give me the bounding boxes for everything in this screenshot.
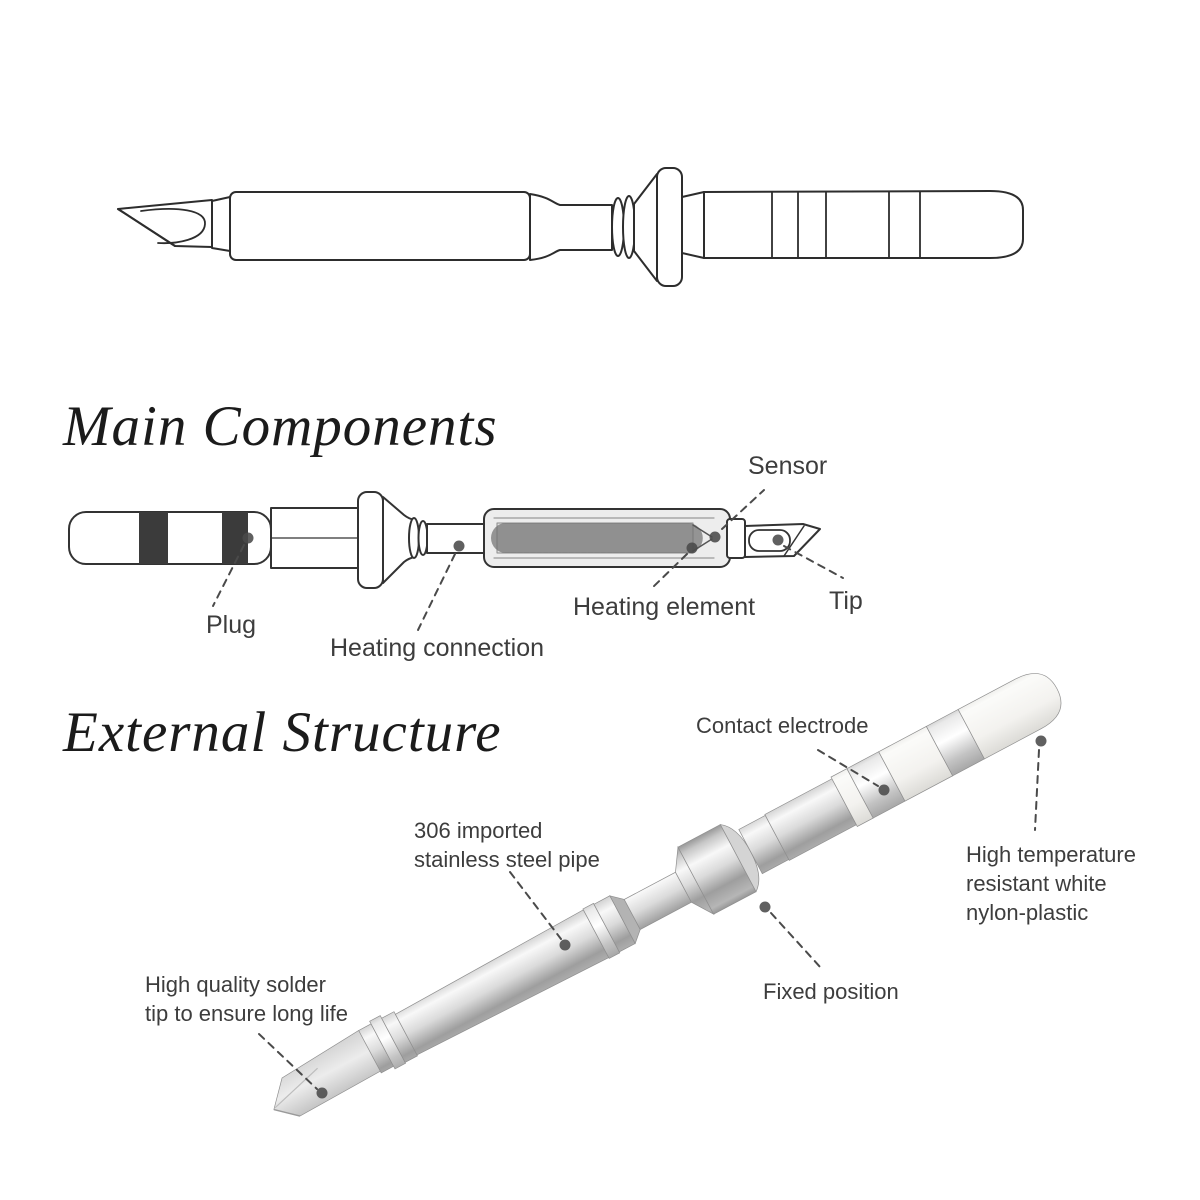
external-structure-heading: External Structure: [63, 701, 502, 764]
label-contact-electrode: Contact electrode: [696, 713, 869, 738]
leader-nylon: [1034, 749, 1040, 831]
leader-sensor: [721, 489, 765, 530]
leader-solder-tip: [258, 1033, 318, 1090]
label-nylon-plastic: High temperature resistant white nylon-p…: [966, 842, 1136, 925]
label-sensor: Sensor: [748, 452, 828, 480]
white-plastic-cap: [957, 673, 1062, 760]
side-view-drawing: [117, 167, 1024, 287]
dot-contact-electrode: [878, 784, 890, 796]
dot-stainless-pipe: [559, 939, 571, 951]
plug-band: [139, 512, 168, 564]
dot-tip: [772, 534, 784, 546]
external-structure-render: [273, 673, 1062, 1117]
tip-hollow: [748, 529, 791, 552]
blade-hollow: [140, 208, 206, 245]
leader-dots: [242, 531, 1047, 1099]
dot-fixed-position: [759, 901, 771, 913]
leader-contact-electrode: [817, 749, 879, 787]
label-solder-tip: High quality solder tip to ensure long l…: [145, 972, 349, 1026]
label-fixed-position: Fixed position: [763, 979, 899, 1004]
blade-edge: [273, 1108, 301, 1117]
label-heating-connection: Heating connection: [330, 634, 545, 662]
tip-bevel-line: [783, 525, 805, 557]
leader-heating-element: [650, 553, 688, 590]
handle-seams: [771, 191, 921, 259]
leader-heating-connection: [417, 553, 456, 631]
label-stainless-pipe: 306 imported stainless steel pipe: [414, 818, 600, 872]
dot-solder-tip: [316, 1087, 328, 1099]
tip-collar: [211, 196, 231, 252]
leader-fixed-position: [770, 912, 822, 969]
stainless-pipe: [394, 909, 610, 1056]
flange-cone: [633, 173, 658, 282]
label-tip: Tip: [829, 587, 863, 615]
label-plug: Plug: [206, 611, 257, 639]
flange-band: [357, 491, 384, 589]
dot-plug: [242, 532, 254, 544]
main-components-diagram: [68, 491, 821, 589]
leader-lines: [212, 489, 1040, 1090]
neck: [529, 193, 613, 261]
blade-bevel: [274, 1067, 318, 1109]
label-heating-element: Heating element: [573, 593, 756, 621]
flange-band: [656, 167, 683, 287]
dot-heating-connection: [453, 540, 465, 552]
leader-stainless-pipe: [509, 871, 562, 940]
leader-tip: [783, 545, 844, 579]
dot-sensor: [709, 531, 721, 543]
housing-inner-lines: [493, 517, 715, 559]
handle: [703, 190, 1024, 259]
dot-nylon: [1035, 735, 1047, 747]
tip-collar: [726, 518, 746, 559]
handle-step: [681, 191, 705, 259]
barrel: [229, 191, 531, 261]
main-components-heading: Main Components: [63, 395, 498, 458]
leader-plug: [212, 544, 245, 607]
dot-heating-element: [686, 542, 698, 554]
blade-bevel-line: [117, 208, 176, 247]
